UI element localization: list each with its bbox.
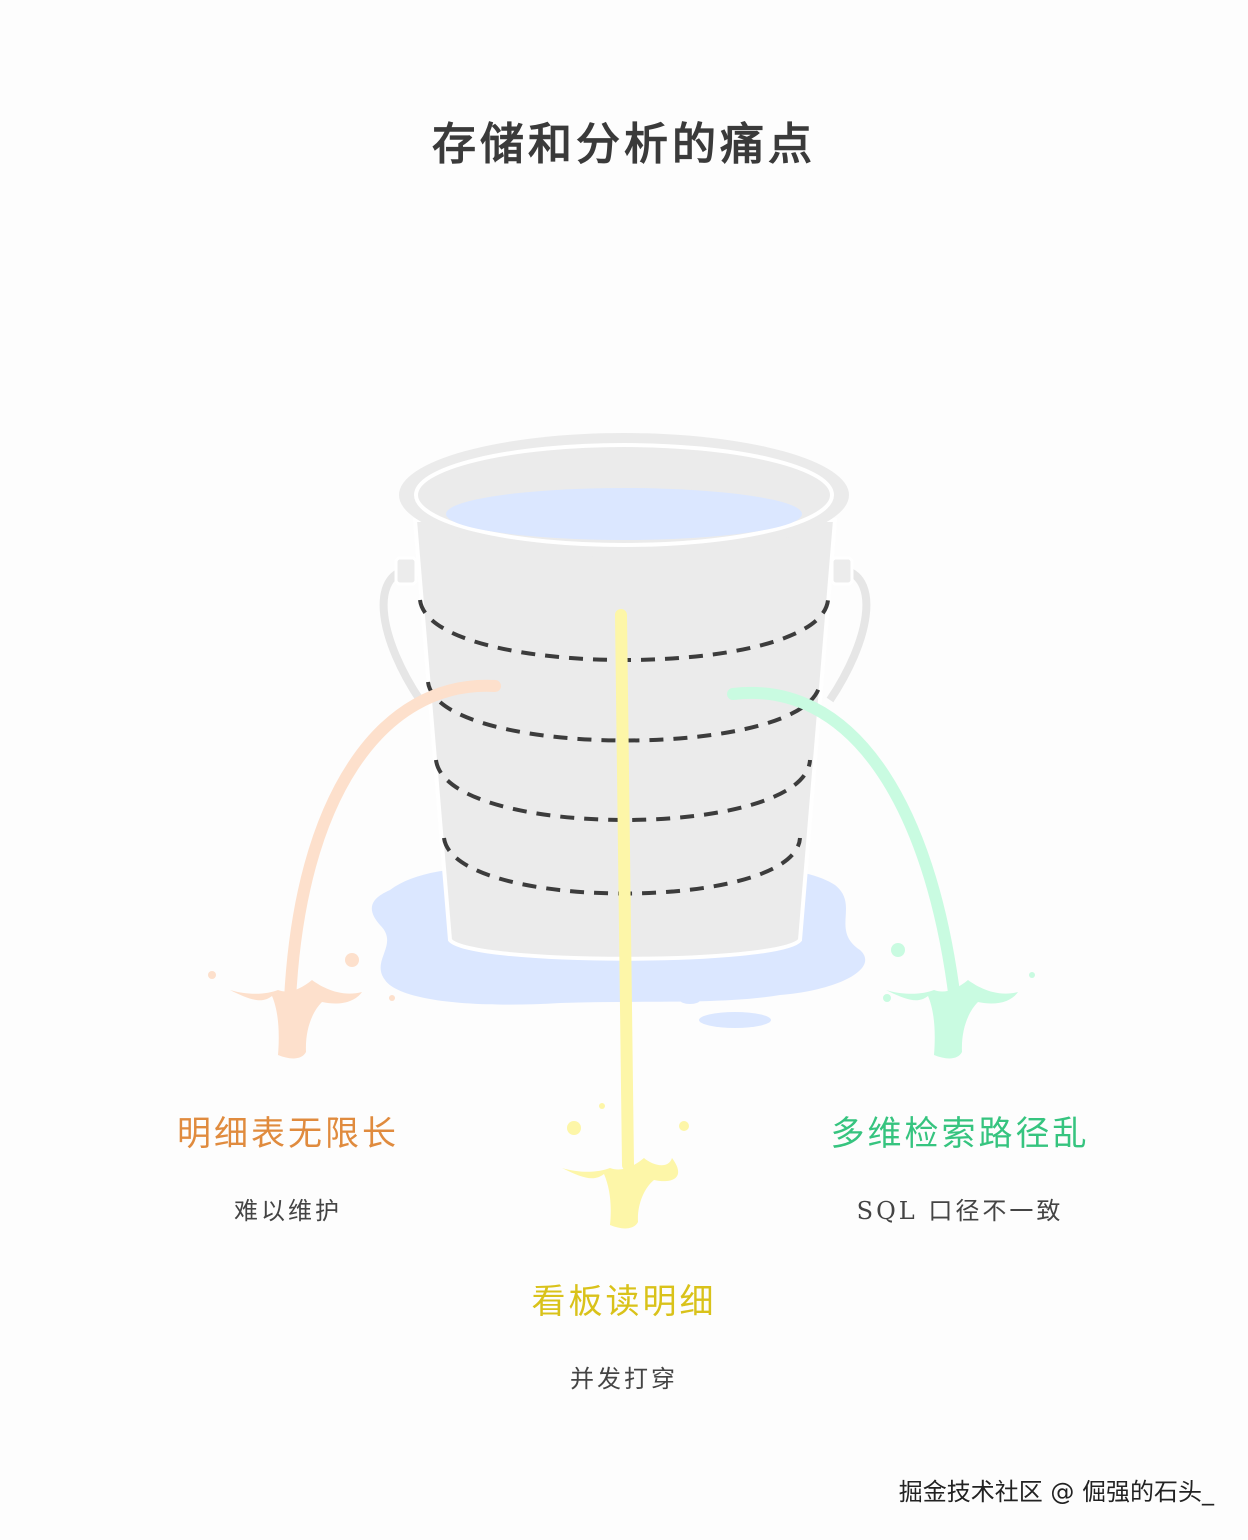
pain-point-left: 明细表无限长 难以维护 [108, 1106, 468, 1226]
bucket-handle [379, 566, 424, 703]
page-title: 存储和分析的痛点 [432, 119, 816, 170]
bucket-water [446, 488, 802, 540]
watermark: 掘金技术社区 @ 倔强的石头_ [898, 1478, 1214, 1506]
pain-point-heading: 看板读明细 [531, 1282, 717, 1322]
left-leak-stream [208, 679, 501, 1059]
right-leak-stream [727, 686, 1035, 1059]
pain-point-right: 多维检索路径乱 SQL 口径不一致 [780, 1106, 1140, 1226]
pain-point-heading: 明细表无限长 [177, 1114, 399, 1154]
middle-leak-stream [562, 609, 689, 1229]
pain-point-middle: 看板读明细 并发打穿 [444, 1274, 804, 1394]
pain-point-detail: 难以维护 [234, 1197, 342, 1225]
pain-point-detail: 并发打穿 [570, 1365, 678, 1393]
pain-point-heading: 多维检索路径乱 [830, 1114, 1090, 1154]
pain-point-detail: SQL 口径不一致 [856, 1197, 1064, 1225]
